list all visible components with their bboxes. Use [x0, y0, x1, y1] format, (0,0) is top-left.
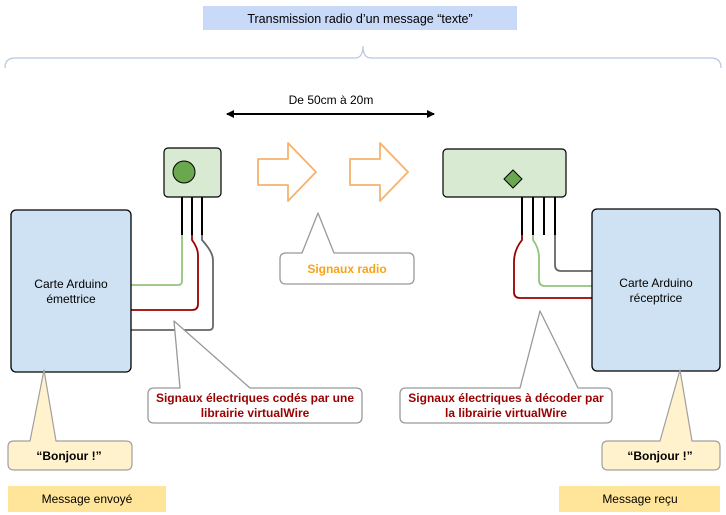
radio-arrow-2-icon [349, 142, 409, 202]
sender-signal-callout: Signaux électriques codés par une librai… [147, 320, 363, 424]
diagram-title: Transmission radio d’un message “texte” [247, 12, 472, 26]
sender-signal-text-line2: librairie virtualWire [201, 406, 310, 420]
sender-footer-background [8, 486, 166, 512]
title-background [203, 6, 517, 30]
sender-signal-text-line1: Signaux électriques codés par une [156, 391, 354, 405]
receiver-message-bubble: “Bonjour !” [601, 369, 721, 471]
distance-indicator: De 50cm à 20m [226, 93, 435, 118]
distance-label: De 50cm à 20m [289, 93, 374, 107]
sender-wire-green [130, 235, 183, 286]
sender-board-label-line1: Carte Arduino [34, 277, 108, 291]
receiver-signal-callout: Signaux électriques à décoder par la lib… [399, 310, 613, 424]
sender-message-bubble: “Bonjour !” [7, 369, 133, 471]
transmitter-module [163, 147, 222, 235]
receiver-module [442, 148, 567, 235]
sender-board-label-line2: émettrice [46, 292, 96, 306]
sender-wire-red [130, 235, 199, 311]
radio-signal-callout: Signaux radio [279, 212, 415, 285]
title-banner: Transmission radio d’un message “texte” [203, 6, 517, 30]
sender-message-text: “Bonjour !” [36, 449, 101, 463]
sender-footer-label: Message envoyé [42, 492, 133, 506]
receiver-signal-text-line2: la librairie virtualWire [445, 406, 567, 420]
sender-wires [130, 235, 214, 331]
sender-board-shape [10, 209, 132, 373]
receiver-board-label-line1: Carte Arduino [619, 276, 693, 290]
receiver-signal-text-line1: Signaux électriques à décoder par [408, 391, 604, 405]
sender-footer: Message envoyé [8, 486, 166, 512]
receiver-wire-red [513, 235, 593, 299]
receiver-footer-label: Message reçu [602, 492, 677, 506]
receiver-wires [513, 235, 593, 299]
receiver-arduino-board: Carte Arduino réceptrice [591, 208, 721, 372]
receiver-board-shape [591, 208, 721, 372]
top-brace [4, 45, 722, 69]
receiver-wire-green [532, 235, 593, 287]
radio-signal-label: Signaux radio [307, 262, 386, 276]
receiver-footer: Message reçu [559, 486, 720, 512]
receiver-wire-gray [554, 235, 593, 272]
receiver-board-label-line2: réceptrice [630, 291, 683, 305]
receiver-chip-icon [503, 169, 523, 189]
radio-arrow-1-icon [257, 142, 317, 202]
receiver-footer-background [559, 486, 720, 512]
receiver-message-text: “Bonjour !” [627, 449, 692, 463]
sender-wire-gray [130, 235, 214, 331]
transmitter-led-icon [172, 160, 196, 184]
sender-arduino-board: Carte Arduino émettrice [10, 209, 132, 373]
receiver-board [442, 148, 567, 198]
